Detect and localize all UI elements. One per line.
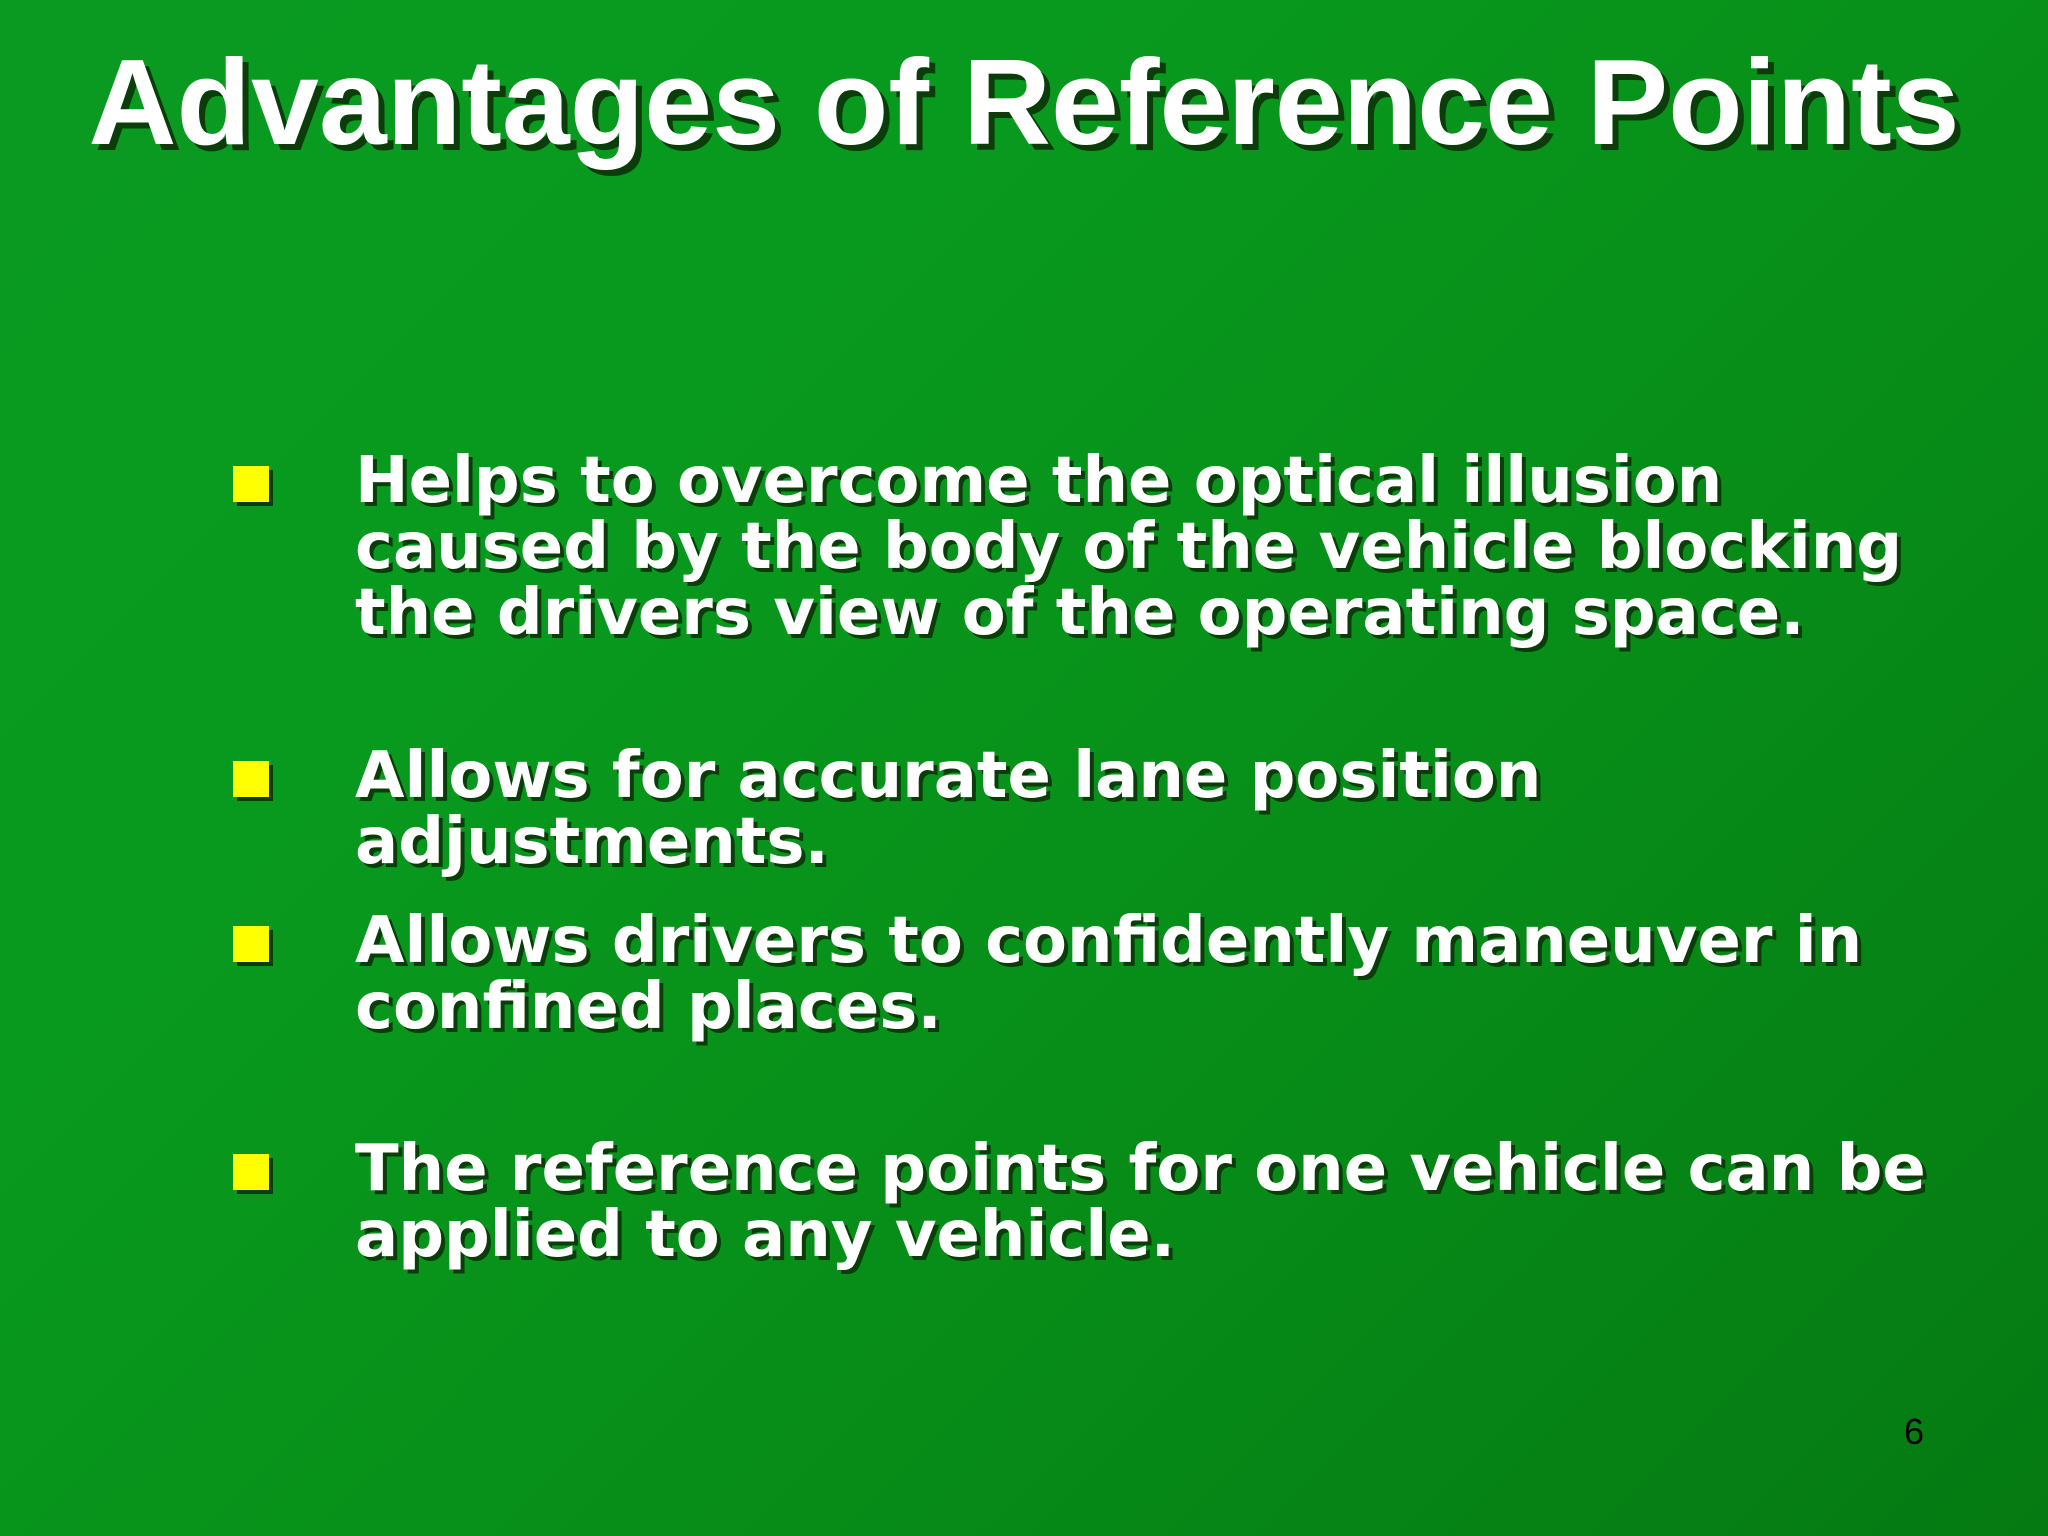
bullet-text: Allows drivers to confidently maneuver i… [355, 904, 1863, 1044]
square-bullet-icon [233, 1154, 269, 1190]
bullet-text: The reference points for one vehicle can… [355, 1132, 1926, 1272]
square-bullet-icon [233, 466, 269, 502]
slide-title: Advantages of Reference Points [88, 34, 1960, 170]
square-bullet-icon [233, 926, 269, 962]
square-bullet-icon [233, 761, 269, 797]
bullet-text: Allows for accurate lane position adjust… [355, 739, 1542, 879]
bullet-text: Helps to overcome the optical illusion c… [355, 444, 1903, 650]
page-number: 6 [1903, 1411, 1924, 1452]
